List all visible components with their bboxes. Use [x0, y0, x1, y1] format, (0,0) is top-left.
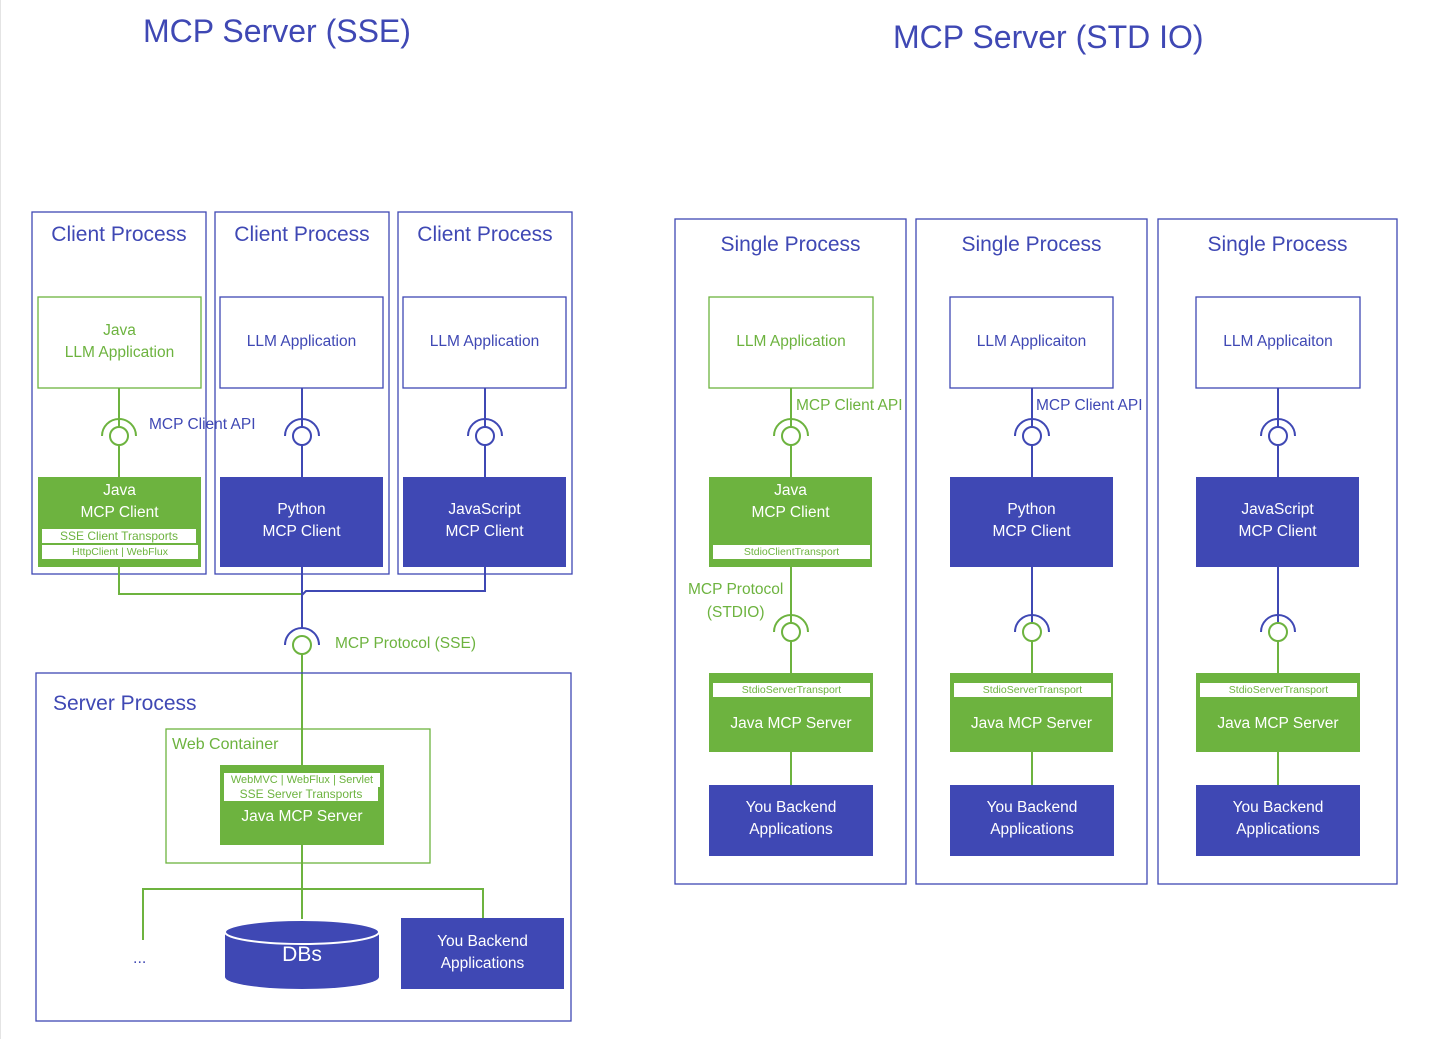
- sse-backend-box: [401, 918, 564, 989]
- single-process-label-1: Single Process: [720, 233, 861, 256]
- stdio-client-transport-tag: StdioClientTransport: [713, 545, 870, 559]
- stdio-backend-box-2: [950, 785, 1114, 856]
- stdio-app-box-2: [949, 296, 1114, 389]
- single-process-label-3: Single Process: [1207, 233, 1348, 256]
- client-api-socket-1: [101, 418, 137, 446]
- stdio-backend-label-3: You Backend Applications: [1196, 797, 1360, 841]
- js-mcp-client-line-1: JavaScript: [448, 501, 521, 518]
- stdio-backend-box-3: [1196, 785, 1360, 856]
- server-process-label: Server Process: [53, 692, 197, 715]
- java-llm-app-label: Java LLM Application: [38, 320, 201, 364]
- java-mcp-client-line-1: Java: [103, 482, 136, 499]
- stdio-client-api-label-2: MCP Client API: [1036, 397, 1143, 414]
- java-llm-app-box: [37, 296, 202, 389]
- client-api-socket-2: [284, 418, 320, 446]
- stdio-client-label-2: Python MCP Client: [950, 499, 1113, 543]
- stdio-backend-3-line-1: You Backend: [1232, 799, 1324, 816]
- java-mcp-client-line-2: MCP Client: [80, 504, 159, 521]
- stdio-client-1-line-2: MCP Client: [751, 504, 830, 521]
- python-llm-app-box: [219, 296, 384, 389]
- stdio-client-label-3: JavaScript MCP Client: [1196, 499, 1359, 543]
- server-impls-tag: WebMVC | WebFlux | Servlet: [224, 773, 380, 787]
- python-mcp-client-line-2: MCP Client: [262, 523, 341, 540]
- client-process-label-1: Client Process: [51, 223, 187, 246]
- stdio-server-transport-tag-1: StdioServerTransport: [713, 683, 870, 697]
- single-process-box-1: [674, 218, 907, 885]
- ellipsis-label: ...: [133, 950, 147, 967]
- sse-server-transports-tag: SSE Server Transports: [224, 787, 378, 801]
- web-container-label: Web Container: [172, 736, 279, 753]
- single-process-box-2: [915, 218, 1148, 885]
- js-mcp-client-box: [403, 477, 566, 567]
- sse-protocol-socket: [284, 627, 320, 655]
- server-process-box: [35, 672, 572, 1022]
- stdio-server-label-1: Java MCP Server: [730, 715, 852, 732]
- stdio-client-3-line-1: JavaScript: [1241, 501, 1314, 518]
- stdio-protocol-line-2: (STDIO): [706, 604, 765, 621]
- java-llm-app-line-2: LLM Application: [64, 344, 175, 361]
- stdio-client-box-2: [950, 477, 1113, 567]
- db-cylinder: [224, 919, 380, 989]
- stdio-app-label-3: LLM Applicaiton: [1223, 333, 1333, 350]
- stdio-client-label-1: Java MCP Client: [709, 480, 872, 524]
- stdio-app-label-2: LLM Applicaiton: [976, 333, 1087, 350]
- stdio-client-2-line-1: Python: [1007, 501, 1056, 518]
- stdio-protocol-label: MCP Protocol (STDIO): [688, 578, 783, 624]
- sse-title: MCP Server (SSE): [143, 13, 411, 49]
- sse-backend-line-1: You Backend: [437, 933, 528, 950]
- stdio-backend-label-2: You Backend Applications: [950, 797, 1114, 841]
- stdio-server-transport-tag-2: StdioServerTransport: [954, 683, 1111, 697]
- sse-protocol-label: MCP Protocol (SSE): [335, 635, 476, 652]
- client-process-label-3: Client Process: [417, 223, 553, 246]
- python-mcp-client-box: [220, 477, 383, 567]
- stdio-backend-2-line-2: Applications: [990, 821, 1074, 838]
- python-llm-app-label: LLM Application: [246, 333, 357, 350]
- stdio-backend-3-line-2: Applications: [1236, 821, 1320, 838]
- sse-client-impl-tag: HttpClient | WebFlux: [42, 545, 198, 559]
- stdio-server-label-2: Java MCP Server: [970, 715, 1093, 732]
- stdio-backend-1-line-1: You Backend: [745, 799, 837, 816]
- single-process-box-3: [1157, 218, 1398, 885]
- stdio-backend-box-1: [709, 785, 873, 856]
- page-edge: [0, 0, 1, 1039]
- python-mcp-client-label: Python MCP Client: [220, 499, 383, 543]
- js-llm-app-box: [402, 296, 567, 389]
- python-mcp-client-line-1: Python: [277, 501, 326, 518]
- stdio-protocol-line-1: MCP Protocol: [688, 581, 784, 598]
- stdio-client-api-label-1: MCP Client API: [796, 397, 903, 414]
- stdio-app-box-1: [708, 296, 874, 389]
- stdio-server-transport-tag-3: StdioServerTransport: [1200, 683, 1357, 697]
- stdio-server-label-3: Java MCP Server: [1217, 715, 1339, 732]
- java-mcp-client-label: Java MCP Client: [38, 480, 201, 524]
- stdio-client-box-3: [1196, 477, 1359, 567]
- js-mcp-client-line-2: MCP Client: [445, 523, 524, 540]
- sse-client-api-label: MCP Client API: [149, 416, 256, 433]
- stdio-title: MCP Server (STD IO): [893, 19, 1204, 55]
- java-mcp-server-label: Java MCP Server: [241, 808, 363, 825]
- client-process-label-2: Client Process: [234, 223, 370, 246]
- js-llm-app-label: LLM Application: [429, 333, 540, 350]
- sse-backend-line-2: Applications: [440, 955, 525, 972]
- web-container-box: [165, 728, 431, 864]
- db-label: DBs: [282, 943, 322, 966]
- client-api-socket-3: [467, 418, 503, 446]
- stdio-client-2-line-2: MCP Client: [992, 523, 1071, 540]
- stdio-backend-1-line-2: Applications: [749, 821, 833, 838]
- sse-backend-label: You Backend Applications: [401, 931, 564, 975]
- sse-client-transports-tag: SSE Client Transports: [42, 529, 196, 543]
- stdio-backend-2-line-1: You Backend: [986, 799, 1078, 816]
- js-mcp-client-label: JavaScript MCP Client: [403, 499, 566, 543]
- stdio-client-1-line-1: Java: [774, 482, 807, 499]
- single-process-label-2: Single Process: [961, 233, 1102, 256]
- java-llm-app-line-1: Java: [103, 322, 136, 339]
- stdio-client-3-line-2: MCP Client: [1238, 523, 1317, 540]
- stdio-backend-label-1: You Backend Applications: [709, 797, 873, 841]
- stdio-app-label-1: LLM Application: [736, 333, 846, 350]
